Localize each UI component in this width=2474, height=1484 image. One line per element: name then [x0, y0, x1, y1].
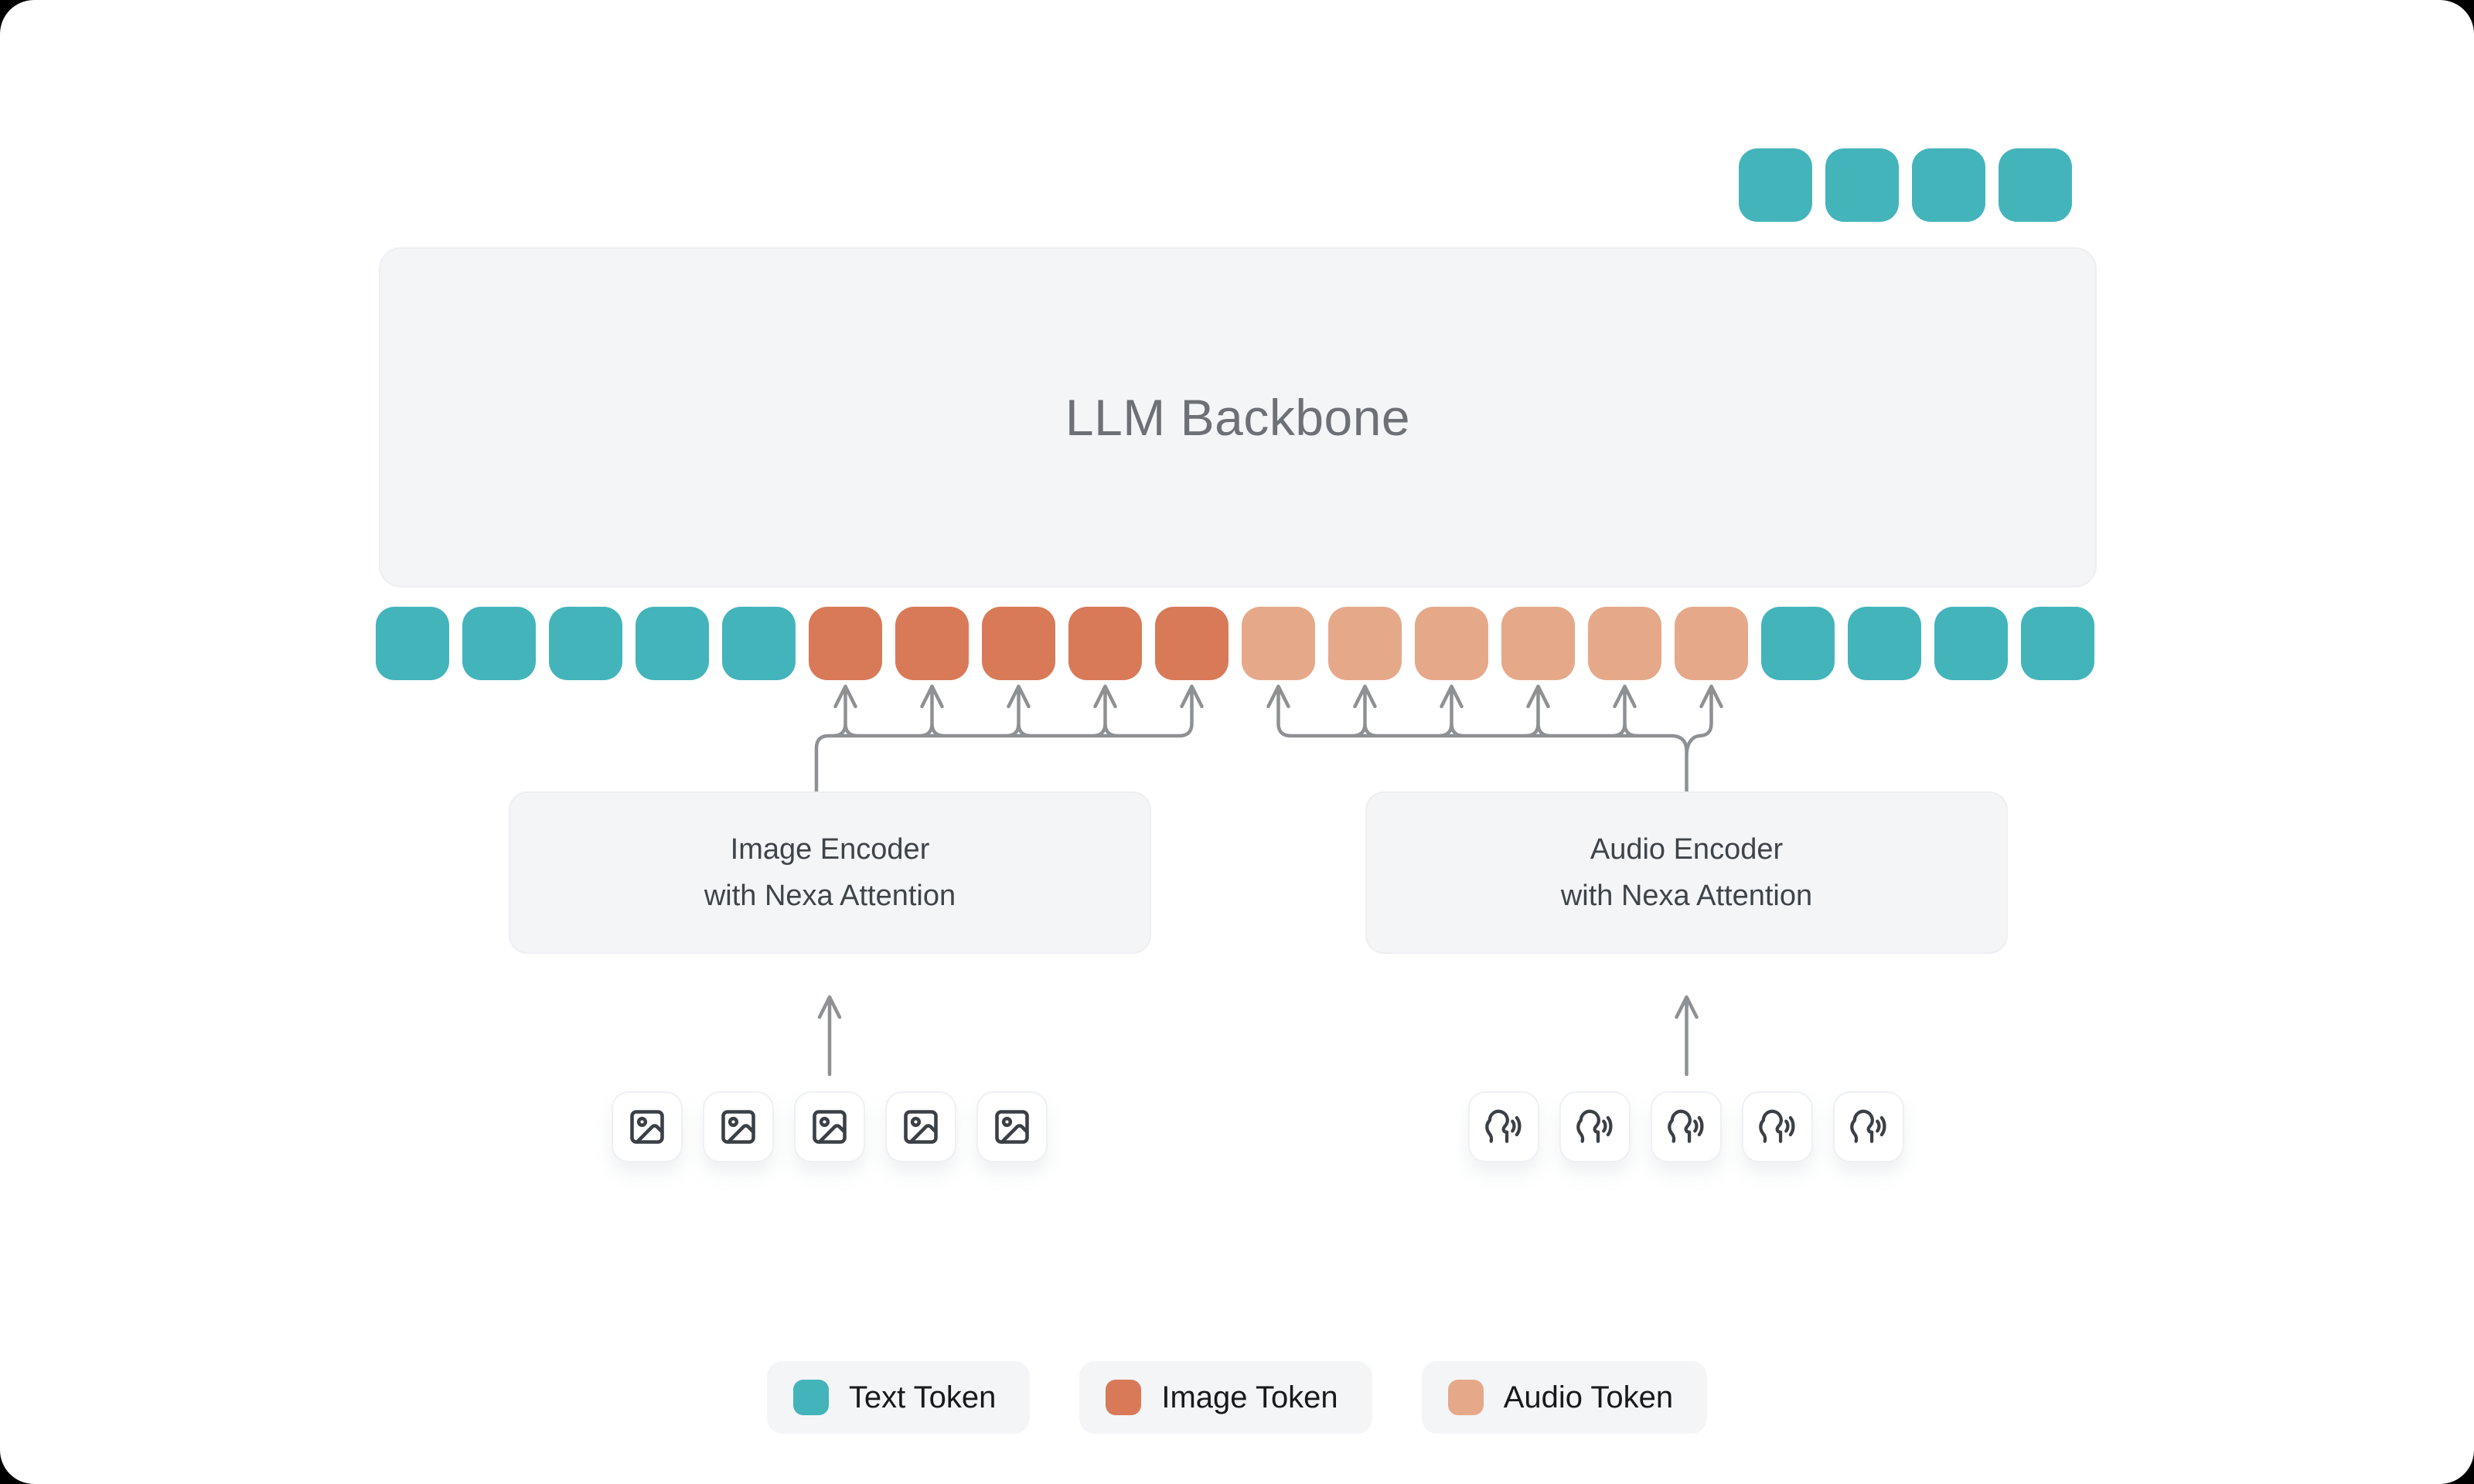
image-input-tile — [703, 1091, 774, 1162]
image-input-tile — [612, 1091, 683, 1162]
speaking-head-icon — [1576, 1109, 1613, 1143]
text-token — [1848, 607, 1921, 680]
audio-encoder-label-line2: with Nexa Attention — [1560, 880, 1813, 912]
image-input-tile — [794, 1091, 865, 1162]
audio-input-tile — [1559, 1091, 1631, 1162]
image-token — [1155, 607, 1228, 680]
text-token — [1761, 607, 1835, 680]
image-icon — [995, 1110, 1029, 1144]
image-icon — [721, 1110, 755, 1144]
legend-label: Audio Token — [1503, 1380, 1674, 1414]
audio-encoder-label-line1: Audio Encoder — [1590, 833, 1784, 866]
legend: Text Token Image Token Audio Token — [0, 1361, 2474, 1434]
audio-token — [1588, 607, 1661, 680]
text-token — [1739, 148, 1812, 222]
image-token — [895, 607, 969, 680]
text-token-swatch — [792, 1380, 829, 1415]
audio-token — [1328, 607, 1402, 680]
text-token — [1999, 148, 2072, 222]
audio-input-row — [1468, 1091, 1904, 1162]
image-icon — [813, 1110, 847, 1144]
image-token — [982, 607, 1055, 680]
audio-token — [1415, 607, 1488, 680]
legend-item-text-token: Text Token — [766, 1361, 1031, 1434]
output-token-row — [1739, 148, 2072, 222]
image-icon — [630, 1110, 664, 1144]
input-token-row — [376, 607, 2094, 680]
llm-backbone-label: LLM Backbone — [1065, 389, 1411, 446]
speaking-head-icon — [1759, 1109, 1795, 1143]
image-input-tile — [976, 1091, 1048, 1162]
image-token — [1068, 607, 1142, 680]
audio-token — [1675, 607, 1748, 680]
audio-input-tile — [1742, 1091, 1813, 1162]
text-token — [462, 607, 536, 680]
speaking-head-icon — [1485, 1109, 1522, 1143]
text-token — [722, 607, 796, 680]
legend-item-audio-token: Audio Token — [1421, 1361, 1708, 1434]
legend-item-image-token: Image Token — [1079, 1361, 1372, 1434]
text-token — [1912, 148, 1985, 222]
legend-label: Image Token — [1161, 1380, 1338, 1414]
text-token — [1825, 148, 1899, 222]
text-token — [376, 607, 449, 680]
speaking-head-icon — [1668, 1109, 1704, 1143]
llm-backbone-box: LLM Backbone — [379, 247, 2097, 587]
image-encoder-label-line1: Image Encoder — [730, 833, 930, 866]
image-encoder-label-line2: with Nexa Attention — [704, 880, 956, 912]
audio-encoder-box: Audio Encoder with Nexa Attention — [1365, 791, 2008, 954]
audio-input-tile — [1468, 1091, 1539, 1162]
audio-input-tile — [1651, 1091, 1722, 1162]
image-token — [809, 607, 882, 680]
audio-token-swatch — [1447, 1380, 1484, 1415]
legend-label: Text Token — [848, 1380, 997, 1414]
image-input-row — [612, 1091, 1048, 1162]
text-token — [1934, 607, 2008, 680]
audio-token — [1501, 607, 1575, 680]
text-token — [636, 607, 709, 680]
image-encoder-box: Image Encoder with Nexa Attention — [509, 791, 1151, 954]
image-input-tile — [885, 1091, 956, 1162]
text-token — [2021, 607, 2094, 680]
speaking-head-icon — [1850, 1109, 1886, 1143]
image-icon — [904, 1110, 938, 1144]
audio-input-tile — [1833, 1091, 1904, 1162]
text-token — [549, 607, 622, 680]
image-token-swatch — [1106, 1380, 1142, 1415]
audio-token — [1242, 607, 1315, 680]
